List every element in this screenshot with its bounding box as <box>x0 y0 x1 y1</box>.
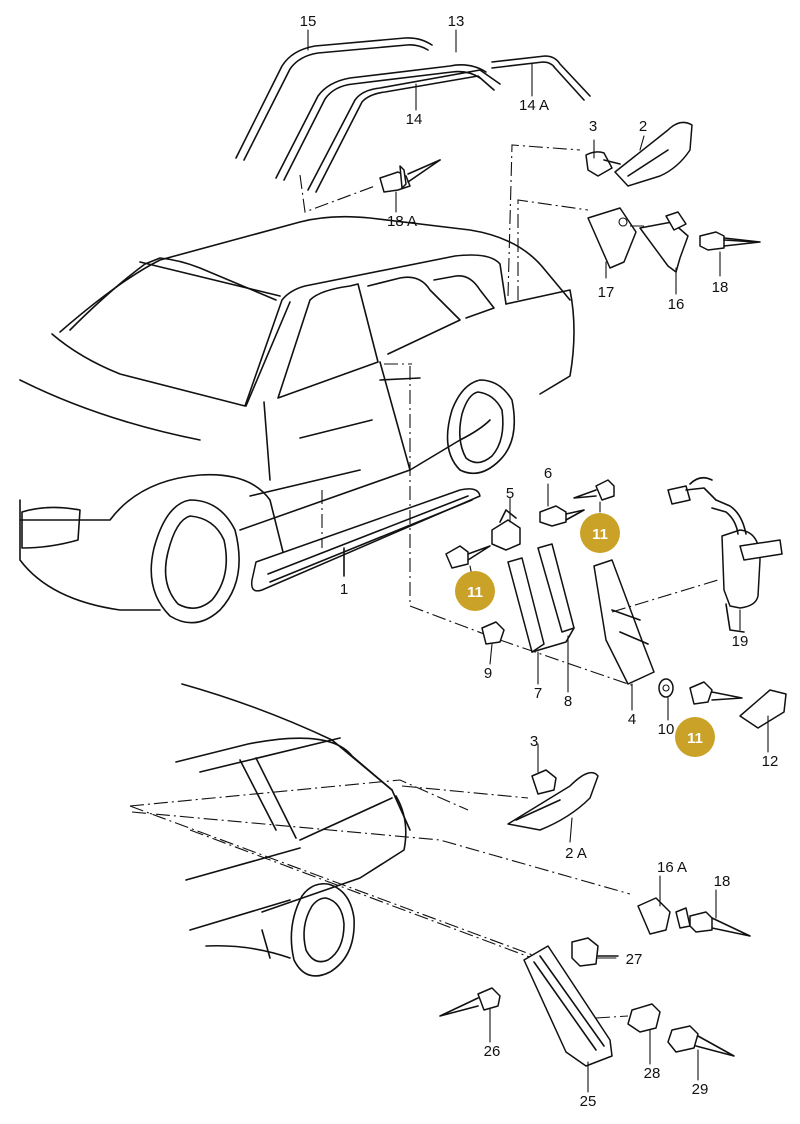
label-10: 10 <box>658 721 675 738</box>
badge-11-lower-right[interactable]: 11 <box>675 717 715 757</box>
label-27: 27 <box>626 951 643 968</box>
label-2A: 2 A <box>565 845 587 862</box>
label-26: 26 <box>484 1043 501 1060</box>
label-1: 1 <box>340 581 348 598</box>
label-2: 2 <box>639 118 647 135</box>
label-4: 4 <box>628 711 636 728</box>
label-12: 12 <box>762 753 779 770</box>
part-labels: 15 13 14 14 A 18 A 3 2 17 16 18 6 5 1 9 … <box>300 13 779 1110</box>
label-8: 8 <box>564 693 572 710</box>
label-16: 16 <box>668 296 685 313</box>
clip-16A-and-rivet <box>637 897 751 937</box>
label-3-bottom: 3 <box>530 733 538 750</box>
svg-text:11: 11 <box>592 526 608 543</box>
label-18A: 18 A <box>387 213 417 230</box>
label-3-top: 3 <box>589 118 597 135</box>
label-15: 15 <box>300 13 317 30</box>
label-14: 14 <box>406 111 423 128</box>
label-7: 7 <box>534 685 542 702</box>
label-18-bottom: 18 <box>714 873 731 890</box>
label-9: 9 <box>484 665 492 682</box>
label-18-top: 18 <box>712 279 729 296</box>
tail-lamp-trim-parts <box>439 937 735 1067</box>
label-19: 19 <box>732 633 749 650</box>
label-25: 25 <box>580 1093 597 1110</box>
rivet-clip-18A <box>379 159 441 193</box>
car-side-view <box>19 215 575 624</box>
label-6: 6 <box>544 465 552 482</box>
badge-11-upper-right[interactable]: 11 <box>580 513 620 553</box>
badge-11-left[interactable]: 11 <box>455 571 495 611</box>
car-rear-view <box>129 683 631 977</box>
label-16A: 16 A <box>657 859 687 876</box>
label-17: 17 <box>598 284 615 301</box>
svg-text:11: 11 <box>467 584 483 601</box>
roof-moldings <box>235 37 591 213</box>
pillar-trim-parts <box>384 363 787 729</box>
label-29: 29 <box>692 1081 709 1098</box>
rear-trim-parts <box>507 121 761 300</box>
sill-molding-1 <box>250 488 481 592</box>
label-28: 28 <box>644 1065 661 1082</box>
label-13: 13 <box>448 13 465 30</box>
rear-corner-trim-parts <box>507 769 599 831</box>
svg-text:11: 11 <box>687 730 703 747</box>
leader-lines <box>307 29 769 1093</box>
label-14A: 14 A <box>519 97 549 114</box>
label-5: 5 <box>506 485 514 502</box>
